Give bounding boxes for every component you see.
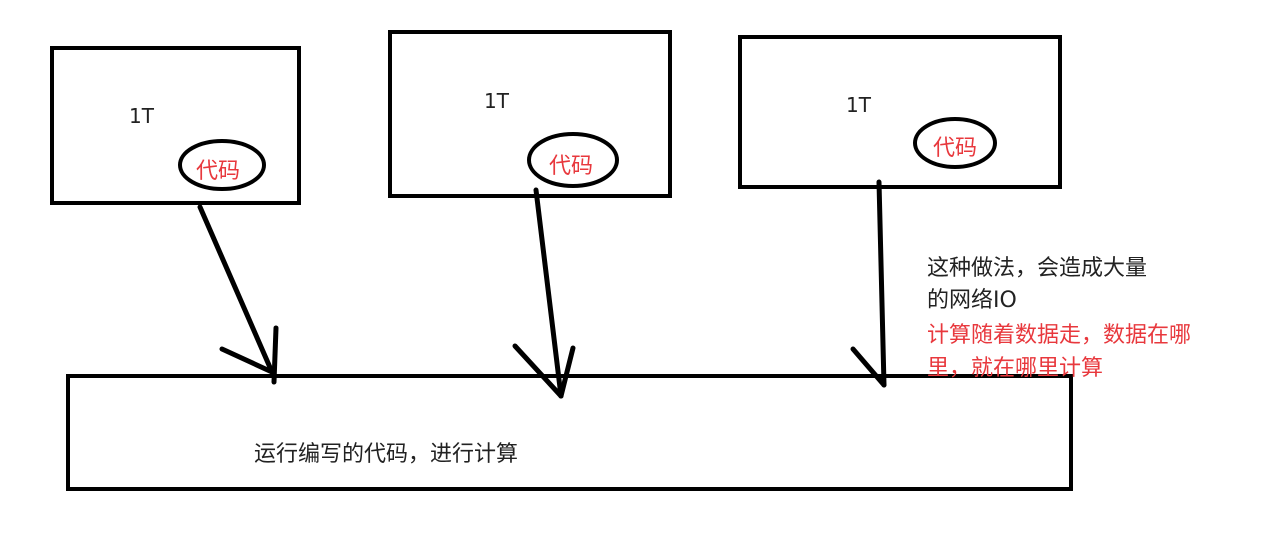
code-label-2: 代码 — [549, 154, 594, 179]
compute-label: 运行编写的代码，进行计算 — [254, 442, 519, 467]
note-red-line-2: 里，就在哪里计算 — [927, 356, 1104, 381]
arrow-2 — [512, 187, 576, 399]
arrow-3 — [850, 179, 887, 388]
node-label-1: 1T — [129, 104, 154, 128]
note-red-line-1: 计算随着数据走，数据在哪 — [927, 323, 1192, 348]
code-ellipse-2 — [527, 132, 619, 188]
code-ellipse-1 — [178, 139, 266, 191]
node-label-3: 1T — [846, 93, 871, 117]
arrow-1 — [197, 204, 279, 385]
code-label-3: 代码 — [933, 136, 978, 161]
code-ellipse-3 — [913, 117, 997, 169]
node-label-2: 1T — [484, 89, 509, 113]
node-box-3 — [738, 35, 1062, 189]
compute-box — [66, 374, 1073, 491]
node-box-1 — [50, 46, 301, 205]
code-label-1: 代码 — [196, 159, 241, 184]
note-line-2: 的网络IO — [927, 288, 1017, 313]
node-box-2 — [388, 30, 672, 198]
note-line-1: 这种做法，会造成大量 — [927, 256, 1148, 281]
